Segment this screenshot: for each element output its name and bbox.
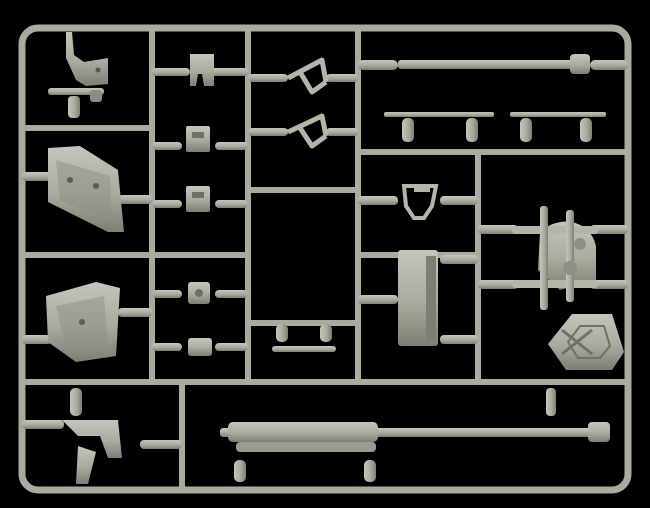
small-rod (272, 324, 336, 352)
box-panel (398, 250, 438, 346)
pedal-bracket (401, 184, 439, 220)
lower-bracket (62, 388, 122, 484)
gun-cradle (512, 206, 598, 310)
sprue-gates (22, 60, 628, 449)
suspension-arms (286, 57, 329, 149)
sprue-frame (18, 24, 632, 494)
small-block-details (192, 132, 204, 297)
gun-barrel (220, 388, 610, 482)
thin-rods (384, 112, 606, 142)
sprue-runners (19, 25, 631, 493)
armor-plate-lower (46, 282, 120, 362)
long-rod (398, 54, 590, 74)
armor-plate-upper (48, 146, 124, 232)
bracket-part (48, 32, 108, 118)
hex-badge (548, 314, 624, 370)
